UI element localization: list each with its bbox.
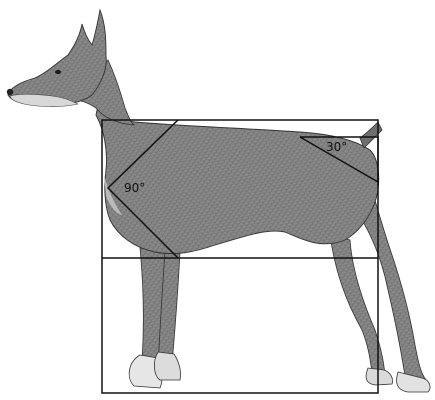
hind-paw-near	[396, 371, 431, 393]
shoulder-angle-lines	[106, 119, 179, 259]
dog-eye	[55, 70, 61, 74]
dog-nose	[6, 88, 14, 96]
front-paw-far	[154, 351, 181, 381]
dog-muzzle	[9, 93, 79, 107]
body-square-frame	[101, 119, 379, 394]
croup-angle-lines	[299, 136, 379, 184]
dog-chest-patch	[104, 175, 122, 215]
dog-body	[95, 93, 380, 255]
croup-angle-label: 30°	[326, 140, 347, 154]
hind-paw-far	[365, 367, 393, 386]
chest-angle-label: 90°	[124, 181, 145, 195]
dog-tail	[359, 121, 383, 149]
dog-head	[7, 8, 107, 106]
dog-illustration	[6, 8, 431, 393]
hind-leg-far	[329, 234, 386, 377]
proportion-lines	[101, 119, 379, 394]
